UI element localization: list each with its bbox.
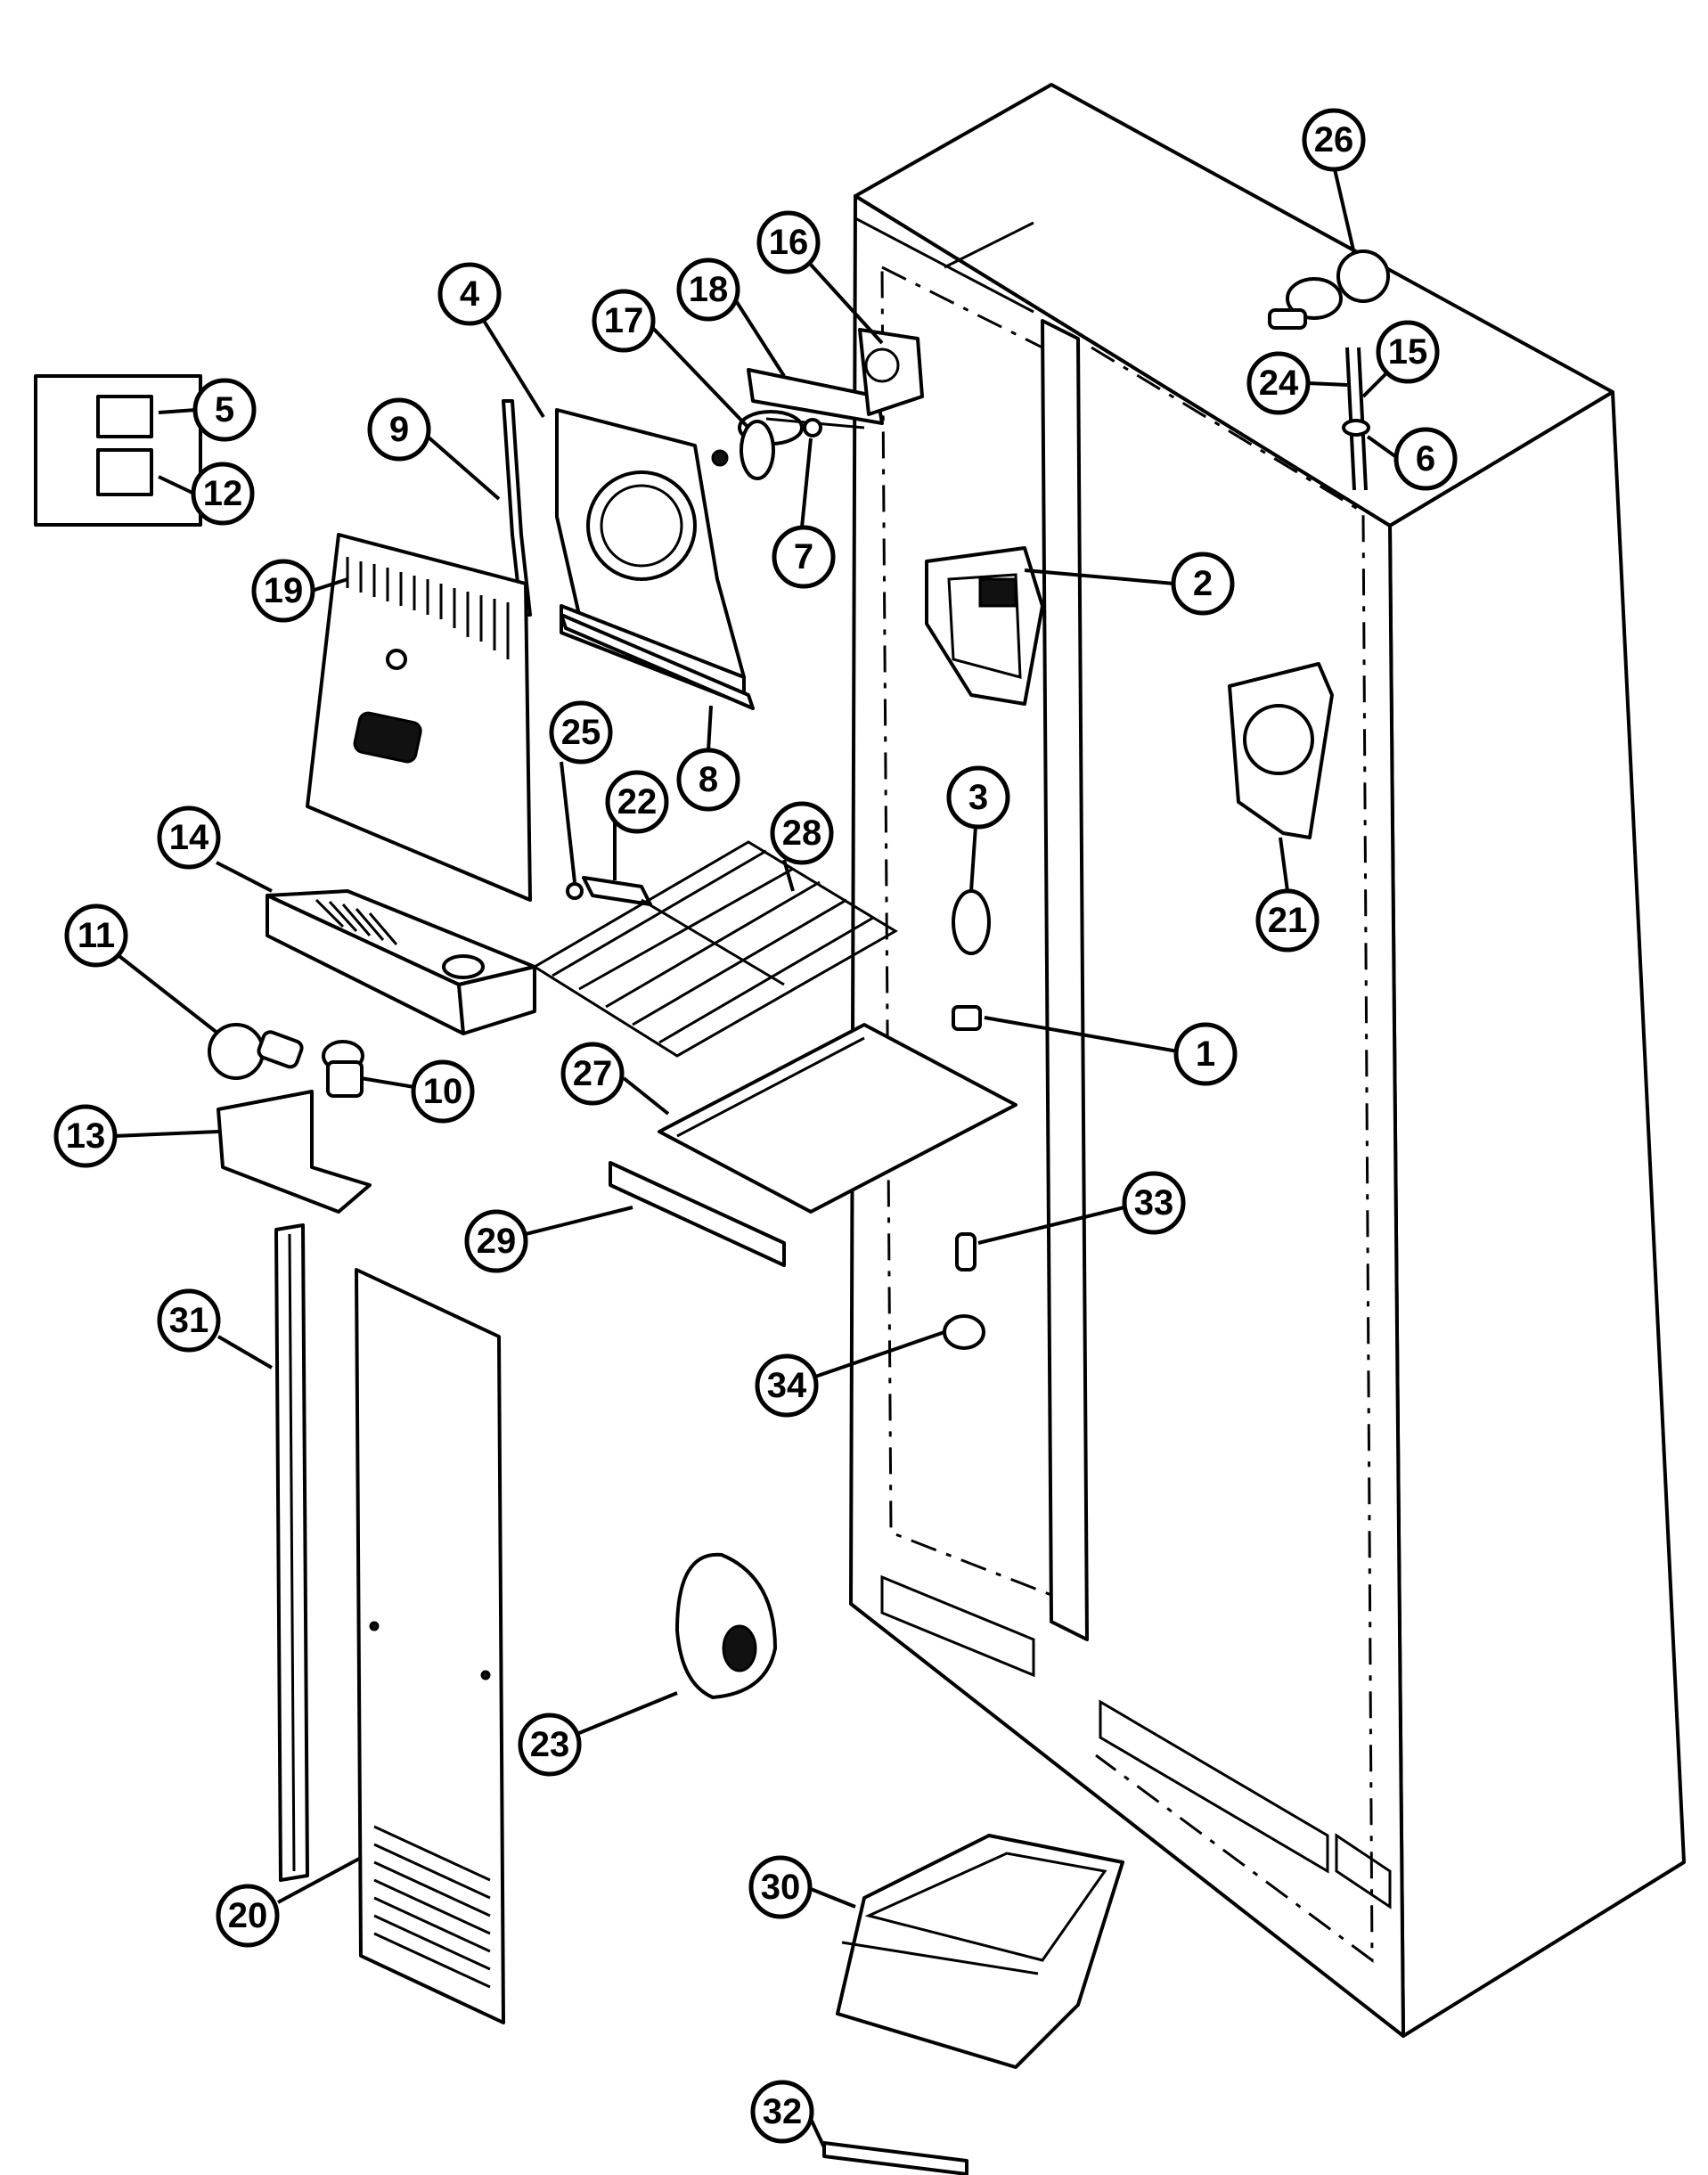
- svg-text:7: 7: [794, 537, 813, 576]
- callout-15: 15: [1376, 320, 1440, 384]
- callout-6: 6: [1393, 427, 1458, 491]
- part-29-shelf-trim: [609, 1161, 786, 1267]
- svg-text:27: 27: [573, 1054, 613, 1093]
- svg-text:18: 18: [689, 270, 729, 309]
- callout-29: 29: [464, 1209, 528, 1273]
- callout-10: 10: [411, 1059, 475, 1124]
- callout-34: 34: [755, 1353, 819, 1418]
- svg-text:25: 25: [561, 713, 601, 752]
- part-13-light-shield: [217, 1090, 372, 1214]
- svg-text:20: 20: [228, 1896, 268, 1935]
- svg-text:17: 17: [604, 301, 644, 340]
- part-31-vertical-strip: [274, 1223, 309, 1882]
- callout-9: 9: [367, 397, 431, 462]
- callout-20: 20: [216, 1884, 280, 1948]
- callout-23: 23: [518, 1713, 582, 1777]
- svg-text:19: 19: [264, 571, 304, 610]
- callout-7: 7: [772, 525, 836, 589]
- leader-lines: [113, 168, 1401, 2148]
- callout-18: 18: [676, 258, 740, 322]
- svg-text:4: 4: [460, 274, 480, 314]
- svg-text:26: 26: [1314, 120, 1354, 159]
- svg-text:5: 5: [215, 390, 234, 429]
- svg-text:2: 2: [1193, 564, 1213, 603]
- svg-text:32: 32: [763, 2092, 803, 2131]
- callout-5: 5: [192, 378, 257, 442]
- callout-26: 26: [1302, 108, 1366, 172]
- svg-text:15: 15: [1388, 332, 1428, 372]
- part-1-clip: [952, 1005, 982, 1031]
- part-27-glass-shelf: [658, 1023, 1017, 1214]
- svg-text:6: 6: [1416, 439, 1435, 478]
- part-32-bin-trim: [822, 2141, 968, 2175]
- callout-28: 28: [770, 801, 834, 865]
- svg-text:13: 13: [66, 1116, 106, 1156]
- part-21-fan-housing: [1228, 662, 1334, 839]
- inset-box-5-12: [34, 374, 202, 527]
- callout-16: 16: [756, 210, 821, 274]
- svg-text:23: 23: [530, 1725, 570, 1764]
- svg-text:29: 29: [477, 1222, 517, 1261]
- part-3-control-knob: [952, 889, 991, 955]
- callout-19: 19: [251, 559, 315, 623]
- callout-12: 12: [191, 462, 255, 526]
- callout-14: 14: [157, 805, 221, 870]
- svg-text:14: 14: [169, 818, 209, 857]
- svg-text:22: 22: [617, 782, 658, 822]
- part-33-34-plugs: [943, 1232, 985, 1350]
- callout-31: 31: [157, 1288, 221, 1353]
- callout-25: 25: [549, 700, 613, 765]
- part-26-water-valve: [1268, 249, 1390, 330]
- part-8-strip: [560, 613, 755, 710]
- callout-3: 3: [946, 765, 1010, 830]
- part-10-light-socket: [322, 1040, 364, 1098]
- part-14-light-housing: [266, 889, 536, 1035]
- part-30-ice-bin: [836, 1834, 1124, 2069]
- callout-17: 17: [592, 289, 656, 353]
- callout-27: 27: [560, 1042, 625, 1106]
- part-22-25-shelf-bracket: [566, 876, 652, 906]
- svg-text:31: 31: [169, 1301, 209, 1340]
- callout-24: 24: [1246, 351, 1311, 415]
- svg-text:1: 1: [1196, 1034, 1215, 1074]
- part-2-cabinet-bracket: [925, 546, 1044, 706]
- part-23-ice-deflector: [675, 1552, 777, 1699]
- svg-text:33: 33: [1134, 1183, 1174, 1222]
- part-20-rear-panel: [355, 1268, 505, 2024]
- callout-30: 30: [748, 1855, 813, 1919]
- callout-4: 4: [437, 262, 502, 326]
- svg-text:16: 16: [769, 223, 809, 262]
- callout-8: 8: [676, 748, 740, 812]
- svg-text:28: 28: [782, 814, 822, 853]
- callout-13: 13: [53, 1104, 118, 1168]
- callout-2: 2: [1171, 552, 1235, 616]
- callout-33: 33: [1122, 1171, 1186, 1235]
- svg-text:21: 21: [1268, 901, 1308, 940]
- callout-22: 22: [605, 770, 669, 834]
- part-16-18-fan-motor: [747, 328, 924, 437]
- part-28-wire-shelf: [532, 840, 898, 1058]
- svg-text:9: 9: [389, 410, 409, 449]
- callout-11: 11: [64, 904, 128, 968]
- callout-32: 32: [750, 2080, 814, 2144]
- callout-1: 1: [1173, 1022, 1238, 1086]
- svg-text:10: 10: [423, 1072, 463, 1111]
- svg-text:30: 30: [761, 1868, 801, 1907]
- svg-text:34: 34: [767, 1366, 807, 1405]
- svg-text:11: 11: [78, 916, 115, 955]
- part-6-15-24-water-tube: [1342, 347, 1370, 491]
- svg-text:12: 12: [203, 474, 243, 513]
- svg-text:3: 3: [968, 778, 988, 817]
- part-19-freezer-panel: [306, 533, 532, 902]
- svg-text:8: 8: [699, 760, 718, 799]
- part-11-light-bulb: [208, 1023, 304, 1080]
- svg-text:24: 24: [1259, 364, 1299, 403]
- callout-21: 21: [1255, 888, 1320, 953]
